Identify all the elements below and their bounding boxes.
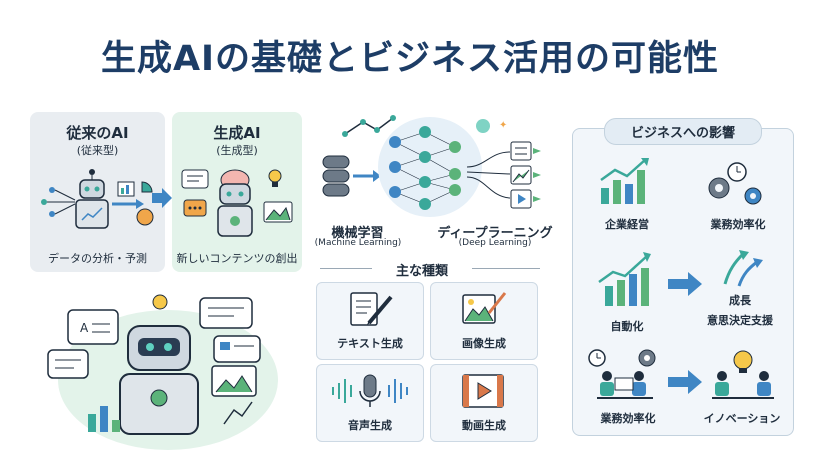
generative-robot-icon: [181, 169, 293, 237]
robot-illustration: A: [47, 294, 278, 450]
type-label-video: 動画生成: [462, 419, 506, 432]
type-label-image: 画像生成: [462, 337, 506, 350]
page-title: 生成AIの基礎とビジネス活用の可能性: [100, 39, 720, 79]
microphone-icon: [332, 374, 408, 407]
arrow-right-icon: [668, 272, 702, 296]
impact-decision-label: 意思決定支援: [707, 314, 773, 327]
team-meeting-icon: [588, 349, 656, 399]
types-divider-right: [472, 268, 540, 269]
type-card-video: 動画生成: [430, 364, 538, 442]
dl-sub-label: (Deep Learning): [458, 238, 532, 248]
innovation-lightbulb-icon: [712, 350, 774, 399]
arrow-right-icon: [668, 370, 702, 394]
svg-text:A: A: [80, 321, 89, 335]
growth-arrows-icon: [723, 250, 763, 287]
impact-efficiency-top-label: 業務効率化: [710, 218, 766, 231]
generative-ai-panel: 生成AI (生成型) 新しいコンテンツの創出: [172, 112, 302, 272]
type-label-text: テキスト生成: [337, 337, 403, 350]
traditional-ai-caption: データの分析・予測: [48, 252, 147, 265]
arrow-right-icon: [152, 188, 172, 208]
ml-sub-label: (Machine Learning): [314, 238, 402, 248]
impact-growth-label: 成長: [729, 294, 751, 307]
type-card-audio: 音声生成: [316, 364, 424, 442]
impact-heading: ビジネスへの影響: [604, 118, 762, 145]
traditional-ai-subtitle: (従来型): [76, 144, 119, 157]
growth-chart-icon: [600, 158, 649, 204]
generative-ai-caption: 新しいコンテンツの創出: [176, 252, 298, 265]
types-heading: 主な種類: [395, 264, 448, 279]
traditional-robot-icon: [41, 169, 154, 229]
impact-efficiency-bottom-label: 業務効率化: [600, 412, 656, 425]
traditional-ai-panel: 従来のAI (従来型) データの分析・予測: [30, 112, 165, 272]
type-card-image: 画像生成: [430, 282, 538, 360]
traditional-ai-title: 従来のAI: [66, 124, 129, 142]
neural-network-diagram: ✦: [322, 115, 541, 217]
type-card-text: テキスト生成: [316, 282, 424, 360]
image-brush-icon: [462, 292, 507, 324]
video-play-icon: [462, 374, 504, 408]
gear-clock-icon: [708, 162, 762, 205]
automation-chart-icon: [598, 252, 651, 306]
generative-ai-title: 生成AI: [213, 124, 261, 142]
dl-label: ディープラーニング: [437, 226, 553, 241]
svg-text:✦: ✦: [499, 120, 507, 131]
generative-ai-subtitle: (生成型): [216, 144, 258, 157]
impact-automation-label: 自動化: [610, 320, 644, 333]
impact-management-label: 企業経営: [605, 218, 649, 231]
document-pen-icon: [350, 292, 393, 326]
type-label-audio: 音声生成: [348, 419, 392, 432]
types-divider-left: [320, 268, 372, 269]
impact-innovation-label: イノベーション: [703, 412, 781, 425]
ml-label: 機械学習: [331, 226, 384, 241]
